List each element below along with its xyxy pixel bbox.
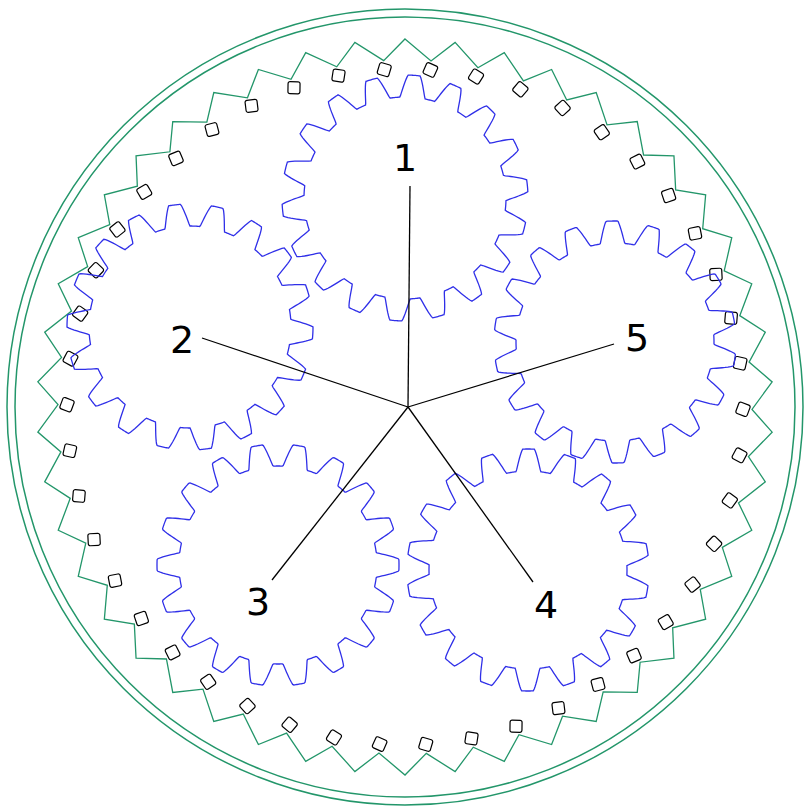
roller-square xyxy=(239,698,256,715)
roller-square xyxy=(629,154,645,170)
callout-number: 2 xyxy=(170,321,194,359)
housing-circle xyxy=(7,9,803,805)
planet-gear xyxy=(495,221,736,463)
roller-square xyxy=(377,62,392,77)
roller-square xyxy=(136,184,152,200)
leader-line xyxy=(408,186,410,407)
roller-square xyxy=(731,447,747,463)
roller-square xyxy=(626,648,642,664)
roller-square xyxy=(688,226,702,240)
roller-square xyxy=(326,729,343,746)
roller-square xyxy=(134,611,149,626)
roller-square xyxy=(63,444,77,458)
roller-square xyxy=(552,701,565,714)
planet-gear xyxy=(282,75,528,321)
roller-square xyxy=(593,124,610,141)
roller-square xyxy=(281,716,298,733)
roller-square xyxy=(245,99,258,112)
roller-square xyxy=(108,574,122,588)
roller-square xyxy=(72,489,85,502)
roller-square xyxy=(512,81,529,98)
callout-number: 3 xyxy=(246,583,270,621)
planet-gear xyxy=(408,449,648,691)
roller-square xyxy=(465,732,479,746)
leader-line xyxy=(272,407,408,580)
roller-square xyxy=(88,533,101,546)
roller-square xyxy=(200,673,217,690)
roller-square xyxy=(418,737,433,752)
leader-line xyxy=(408,344,614,407)
roller-square xyxy=(288,82,300,94)
roller-square xyxy=(658,614,674,630)
roller-square xyxy=(591,677,606,692)
roller-square xyxy=(72,305,89,322)
roller-square xyxy=(721,492,738,509)
roller-square xyxy=(168,151,184,167)
roller-square xyxy=(735,402,750,417)
housing-circle xyxy=(15,17,795,797)
roller-square xyxy=(510,720,522,732)
ring-gear xyxy=(38,39,772,775)
leader-line xyxy=(202,338,408,407)
roller-square xyxy=(554,99,571,116)
callout-number: 5 xyxy=(625,319,649,357)
roller-square xyxy=(109,221,126,238)
roller-square xyxy=(422,62,438,78)
roller-square xyxy=(205,122,220,137)
roller-square xyxy=(372,736,388,752)
roller-square xyxy=(332,69,346,83)
roller-square xyxy=(725,312,738,325)
roller-square xyxy=(706,535,723,552)
leader-line xyxy=(408,407,533,582)
callout-number: 1 xyxy=(393,139,417,177)
roller-square xyxy=(59,397,74,412)
callout-number: 4 xyxy=(534,586,558,624)
planet-gear xyxy=(157,445,399,685)
roller-square xyxy=(661,188,676,203)
roller-square xyxy=(165,644,181,660)
roller-square xyxy=(684,576,701,593)
roller-square xyxy=(468,68,485,85)
planet-gear xyxy=(67,204,313,449)
